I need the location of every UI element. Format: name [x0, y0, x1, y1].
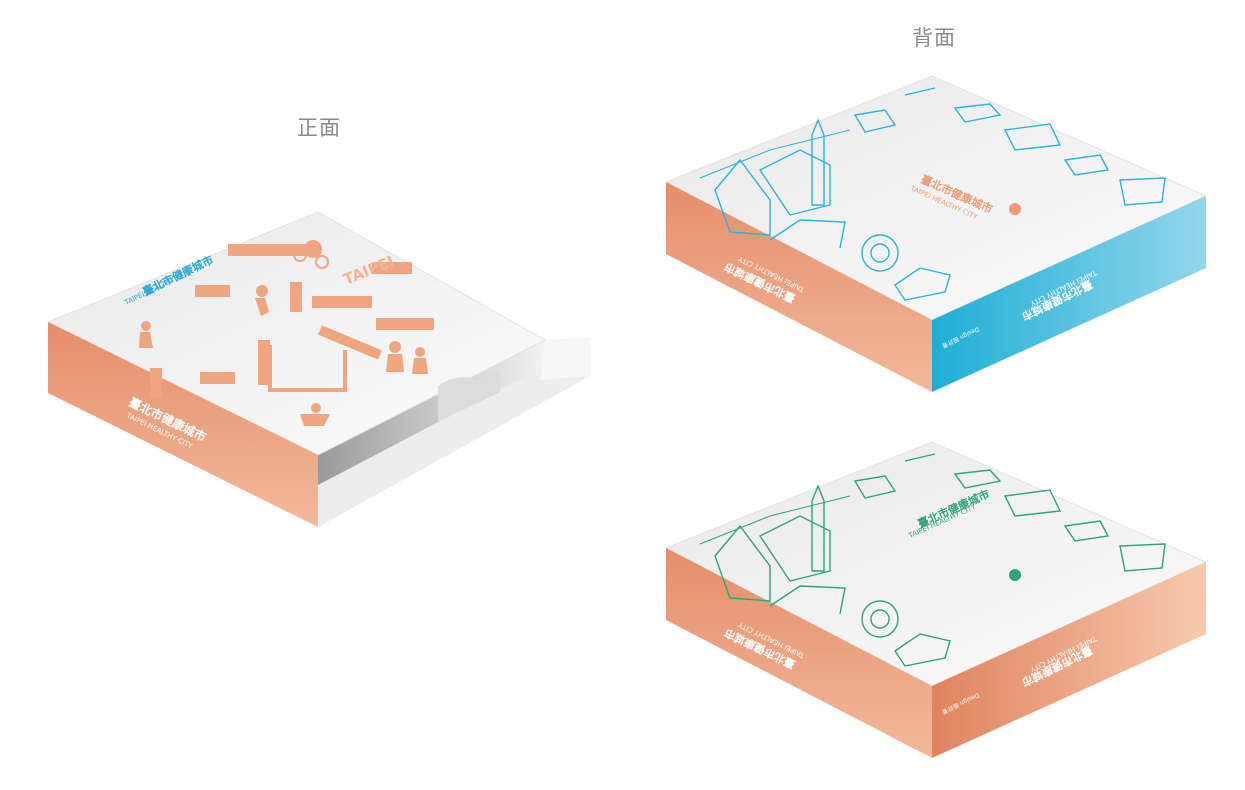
taipei101-icon — [811, 484, 825, 572]
thumb-notch — [438, 370, 500, 422]
temple-icon — [894, 633, 951, 667]
stadium-icon — [953, 103, 1002, 123]
front-box: TAIPEI 臺北市健康城市 TAIPEI HEALTHY CITY 臺北市健康… — [46, 211, 590, 527]
cyclist-icon — [304, 240, 322, 258]
front-top-artwork — [139, 240, 434, 426]
tray-edge — [540, 338, 590, 380]
bar-shape — [195, 285, 230, 297]
building-icon — [853, 109, 897, 133]
family-icon — [389, 341, 401, 353]
building-icon — [758, 515, 831, 582]
building-icon — [758, 149, 831, 216]
emblem-bar — [290, 282, 302, 312]
train-icon — [1003, 123, 1062, 151]
tray-bottom — [318, 338, 590, 527]
train-icon — [1003, 489, 1062, 517]
back-box-green: 臺北市健康城市 TAIPEI HEALTHY CITY 臺北市健康城市 TAIP… — [664, 441, 1208, 758]
emblem-bar — [312, 296, 372, 308]
bicycle-icon — [1009, 569, 1021, 581]
train-icon — [769, 219, 846, 249]
bridge-icon — [714, 158, 771, 236]
blue-side-left — [666, 182, 932, 392]
emblem-bar — [372, 262, 412, 274]
emblem-bar — [376, 318, 434, 330]
building-icon — [1063, 520, 1110, 542]
emblem-frame — [268, 345, 347, 392]
building-icon — [1119, 177, 1166, 206]
bridge-icon — [904, 453, 936, 462]
back-view-label: 背面 — [912, 26, 956, 50]
front-side-left — [48, 322, 318, 527]
walker-icon — [141, 321, 151, 331]
temple-icon — [894, 267, 951, 301]
bar-shape — [228, 244, 320, 256]
green-top-artwork — [699, 453, 1166, 667]
train-icon — [769, 585, 846, 615]
emblem-bar — [318, 325, 382, 360]
dog-walker-icon — [311, 403, 321, 413]
runner-icon — [256, 285, 268, 297]
blue-top-artwork — [699, 87, 1166, 301]
green-side-right — [932, 562, 1206, 758]
ferris-wheel-icon — [861, 600, 899, 638]
bridge-icon — [904, 87, 936, 96]
front-view-label: 正面 — [297, 116, 341, 140]
bridge-icon — [714, 524, 771, 602]
emblem-bar — [200, 372, 235, 384]
emblem-bar — [150, 368, 162, 398]
ferris-wheel-icon — [861, 234, 899, 272]
green-side-left — [666, 548, 932, 758]
building-icon — [1063, 154, 1110, 176]
blue-side-right — [932, 196, 1206, 392]
bicycle-icon — [1009, 203, 1021, 215]
taipei101-icon — [811, 118, 825, 206]
building-icon — [853, 475, 897, 499]
stadium-icon — [953, 469, 1002, 489]
back-box-blue: 臺北市健康城市 TAIPEI HEALTHY CITY 臺北市健康城市 TAIP… — [664, 75, 1208, 392]
emblem-bar — [258, 340, 270, 385]
building-icon — [1119, 543, 1166, 572]
